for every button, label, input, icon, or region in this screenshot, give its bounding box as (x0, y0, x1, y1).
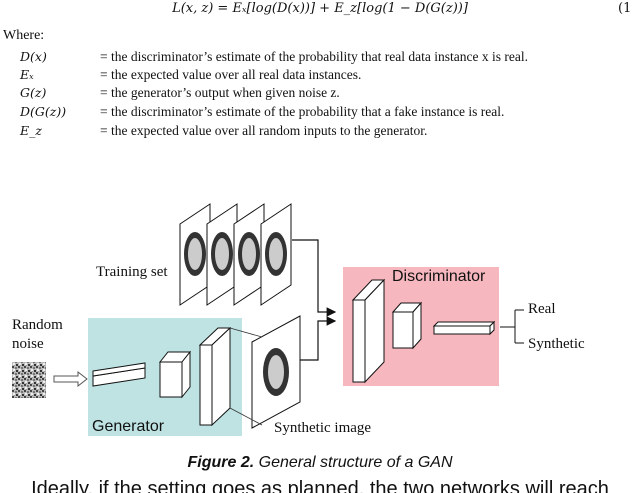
synthetic-to-discriminator-arrow (300, 316, 337, 361)
training-to-discriminator-arrow (292, 239, 337, 317)
definition-text: = the generator’s output when given nois… (100, 85, 340, 100)
discriminator-layer-2 (391, 301, 423, 350)
generator-layer-3 (198, 326, 232, 427)
definition-symbol: D(G(z)) (20, 104, 67, 119)
synthetic-image (251, 315, 301, 429)
definition-text: = the discriminator’s estimate of the pr… (100, 49, 528, 64)
definition-row: D(G(z)) = the discriminator’s estimate o… (0, 104, 640, 122)
discriminator-layer-1 (351, 278, 386, 384)
generator-layer-1 (92, 362, 146, 387)
definition-row: Eₓ = the expected value over all real da… (0, 67, 640, 85)
output-real-label: Real (528, 301, 556, 317)
random-noise-label-line2: noise (12, 336, 44, 352)
definition-text: = the expected value over all random inp… (100, 123, 428, 138)
figure-caption-text: General structure of a GAN (254, 454, 453, 471)
discriminator-layer-3 (432, 320, 496, 336)
generator-layer-2 (158, 350, 192, 399)
training-set-label: Training set (96, 264, 168, 280)
noise-to-generator-arrow (53, 370, 88, 388)
training-image (206, 203, 238, 306)
definition-row: G(z) = the generator’s output when given… (0, 85, 640, 103)
training-image (179, 203, 211, 306)
gan-diagram-svg (12, 203, 524, 436)
definition-symbol: E_z (20, 123, 42, 138)
where-label: Where: (3, 28, 45, 43)
definition-row: D(x) = the discriminator’s estimate of t… (0, 49, 640, 67)
equation-number: (1 (618, 1, 632, 16)
output-bracket (500, 309, 524, 344)
figure-caption-label: Figure 2. (187, 454, 255, 471)
generator-label: Generator (92, 418, 165, 435)
gan-loss-equation: L(x, z) = Eₓ[log(D(x))] + E_z[log(1 − D(… (172, 1, 468, 16)
output-synthetic-label: Synthetic (528, 336, 585, 352)
definition-symbol: D(x) (20, 49, 47, 64)
training-set-images (179, 203, 292, 306)
training-image (260, 203, 292, 306)
definition-text: = the discriminator’s estimate of the pr… (100, 104, 505, 119)
definition-row: E_z = the expected value over all random… (0, 123, 640, 141)
definition-symbol: G(z) (20, 85, 47, 100)
definition-symbol: Eₓ (20, 67, 34, 82)
definition-text: = the expected value over all real data … (100, 67, 362, 82)
random-noise-image (12, 362, 46, 398)
figure-caption: Figure 2. General structure of a GAN (0, 454, 640, 472)
body-text-cutoff: Ideally, if the setting goes as planned,… (31, 478, 609, 493)
training-image (233, 203, 265, 306)
random-noise-label-line1: Random (12, 317, 63, 333)
synthetic-image-label: Synthetic image (274, 420, 372, 436)
discriminator-label: Discriminator (392, 268, 486, 285)
gan-diagram: Training set Random noise Generator Disc… (0, 180, 640, 445)
